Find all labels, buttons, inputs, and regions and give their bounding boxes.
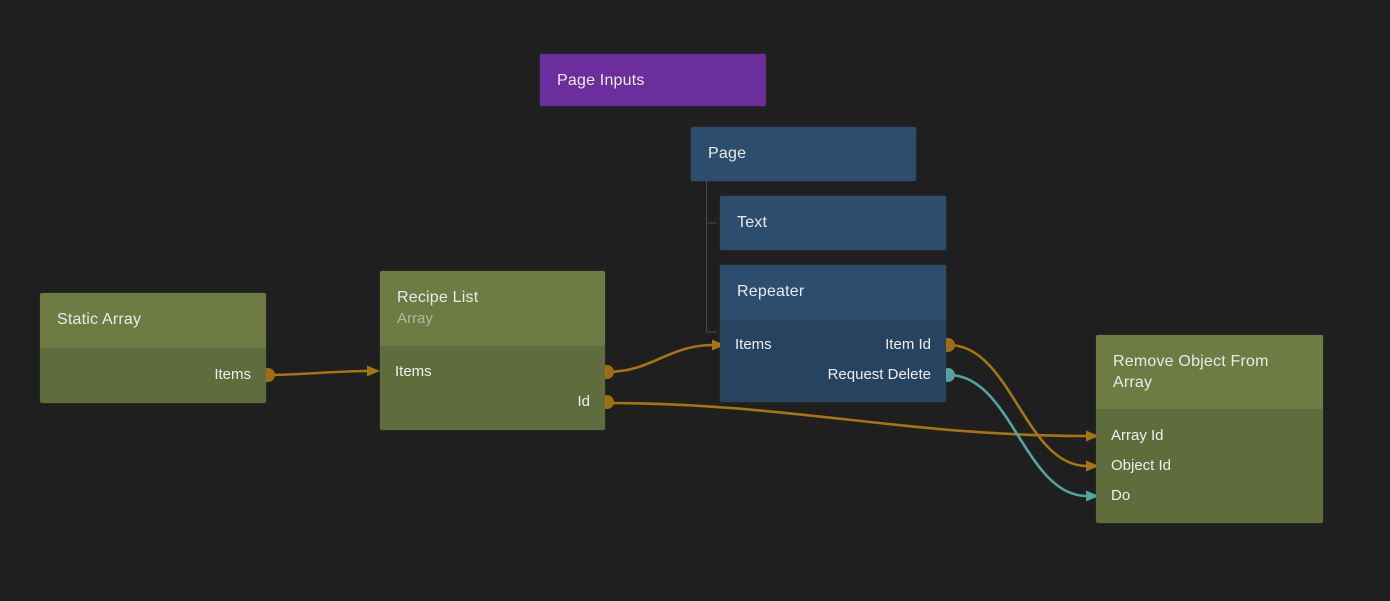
node-header: Page — [691, 127, 916, 164]
input-port-object-id[interactable]: Object Id — [1111, 457, 1172, 474]
output-port-request-delete[interactable]: Request Delete — [827, 366, 931, 383]
node-body — [720, 320, 946, 402]
output-port-id[interactable]: Id — [577, 393, 590, 410]
wire-arrowhead-static-items-to-recipe-items — [367, 365, 380, 377]
node-title: Remove Object From Array — [1113, 353, 1269, 391]
output-port-item-id[interactable]: Item Id — [885, 336, 931, 353]
wire-recipe-id-to-remove-array-id[interactable] — [606, 401, 1088, 438]
node-title: Page Inputs — [557, 72, 645, 89]
wire-static-items-to-recipe-items[interactable] — [266, 369, 369, 377]
node-header: Repeater — [720, 265, 946, 302]
node-header: Static Array — [40, 293, 266, 330]
node-header: Page Inputs — [540, 54, 766, 91]
wire-repeater-item-id-to-remove-object-id[interactable] — [948, 343, 1088, 468]
wire-recipe-items-to-repeater-items[interactable] — [606, 343, 714, 374]
input-port-items[interactable]: Items — [395, 363, 432, 380]
input-port-items[interactable]: Items — [735, 336, 772, 353]
node-title: Text — [737, 214, 768, 231]
node-page-inputs[interactable]: Page Inputs — [540, 54, 766, 106]
node-body — [1096, 409, 1323, 523]
node-text[interactable]: Text — [720, 196, 946, 250]
node-title: Page — [708, 145, 747, 162]
node-header: Text — [720, 196, 946, 233]
node-body — [380, 346, 605, 430]
node-title: Repeater — [737, 283, 805, 300]
input-port-array-id[interactable]: Array Id — [1111, 427, 1164, 444]
node-title: Recipe List — [397, 289, 479, 306]
wire-repeater-request-delete-to-remove-do[interactable] — [948, 373, 1088, 498]
node-page[interactable]: Page — [691, 127, 916, 181]
node-subtitle: Array — [397, 310, 433, 327]
output-port-items[interactable]: Items — [214, 366, 251, 383]
input-port-do[interactable]: Do — [1111, 487, 1131, 504]
node-header: Remove Object From Array — [1096, 335, 1323, 393]
node-title: Static Array — [57, 311, 142, 328]
node-body — [40, 348, 266, 403]
